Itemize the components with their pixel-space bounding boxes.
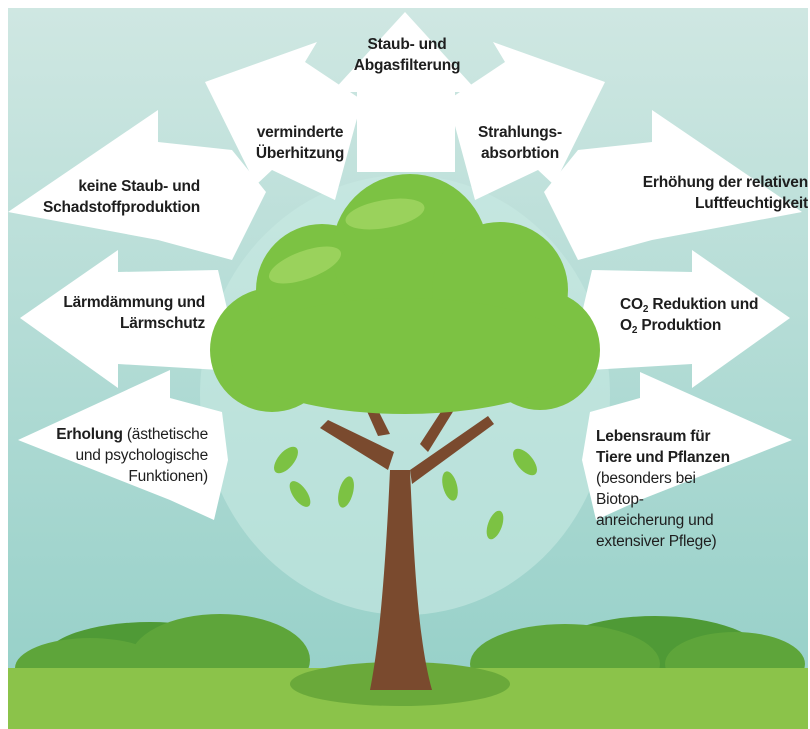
label-laerm: Lärmdämmung und Lärmschutz <box>30 292 205 334</box>
label-strahlung: Strahlungs- absorbtion <box>460 122 580 164</box>
o-suffix: Produktion <box>637 317 722 334</box>
label-co2-line2: O2 Produktion <box>620 315 805 336</box>
label-staub-line2: Abgasfilterung <box>353 57 461 74</box>
label-strahlung-line1: Strahlungs- <box>478 124 562 141</box>
label-staub-line1: Staub- und <box>367 36 447 53</box>
o-subscript: 2 <box>631 325 638 336</box>
label-keine-staub-line1: keine Staub- und <box>78 178 200 195</box>
label-erholung: Erholung (ästhetische und psychologische… <box>14 424 208 487</box>
label-luftfeuchtigkeit-line1: Erhöhung der relativen <box>642 174 808 191</box>
label-lebensraum-line2: Tiere und Pflanzen <box>596 449 730 466</box>
arrow-left-4 <box>18 370 228 520</box>
arrow-right-4 <box>582 372 792 520</box>
label-lebensraum-line5: anreicherung und <box>596 512 714 529</box>
arrow-upper-left <box>205 42 362 200</box>
co-suffix: Reduktion und <box>648 296 759 313</box>
label-staub: Staub- und Abgasfilterung <box>336 34 478 76</box>
arrows <box>8 12 802 520</box>
label-ueberhitzung: verminderte Überhitzung <box>238 122 362 164</box>
label-ueberhitzung-line2: Überhitzung <box>255 145 345 162</box>
label-keine-staub: keine Staub- und Schadstoffproduktion <box>10 176 200 218</box>
label-strahlung-line2: absorbtion <box>480 145 560 162</box>
co-prefix: CO <box>620 296 643 313</box>
label-lebensraum-line4: Biotop- <box>596 491 644 508</box>
label-lebensraum-line1: Lebensraum für <box>596 428 711 445</box>
label-laerm-line2: Lärmschutz <box>120 315 205 332</box>
label-erholung-rest: (ästhetische <box>122 426 208 443</box>
arrow-right-2 <box>544 110 802 260</box>
arrow-left-3 <box>20 250 232 388</box>
label-luftfeuchtigkeit-line2: Luftfeuchtigkeit <box>694 195 808 212</box>
label-erholung-line1: Erholung (ästhetische <box>14 424 208 445</box>
label-erholung-line3: Funktionen) <box>128 468 208 485</box>
label-luftfeuchtigkeit: Erhöhung der relativen Luftfeuchtigkeit <box>608 172 808 214</box>
label-co2: CO2 Reduktion und O2 Produktion <box>620 294 805 336</box>
o-prefix: O <box>620 317 632 334</box>
label-lebensraum-line3: (besonders bei <box>596 470 696 487</box>
label-laerm-line1: Lärmdämmung und <box>63 294 205 311</box>
label-co2-line1: CO2 Reduktion und <box>620 294 805 315</box>
label-keine-staub-line2: Schadstoffproduktion <box>42 199 200 216</box>
label-lebensraum: Lebensraum für Tiere und Pflanzen (beson… <box>596 426 786 552</box>
label-ueberhitzung-line1: verminderte <box>256 124 344 141</box>
tree-canopy <box>210 174 600 414</box>
label-erholung-line2: und psychologische <box>75 447 208 464</box>
falling-leaves <box>274 446 537 540</box>
arrow-up <box>332 12 478 172</box>
tree-trunk <box>320 398 494 690</box>
arrow-right-3 <box>578 250 790 388</box>
co-subscript: 2 <box>642 304 649 315</box>
label-lebensraum-line6: extensiver Pflege) <box>596 533 717 550</box>
arrow-left-2 <box>8 110 266 260</box>
arrow-upper-right <box>448 42 605 200</box>
label-erholung-bold: Erholung <box>56 426 123 443</box>
